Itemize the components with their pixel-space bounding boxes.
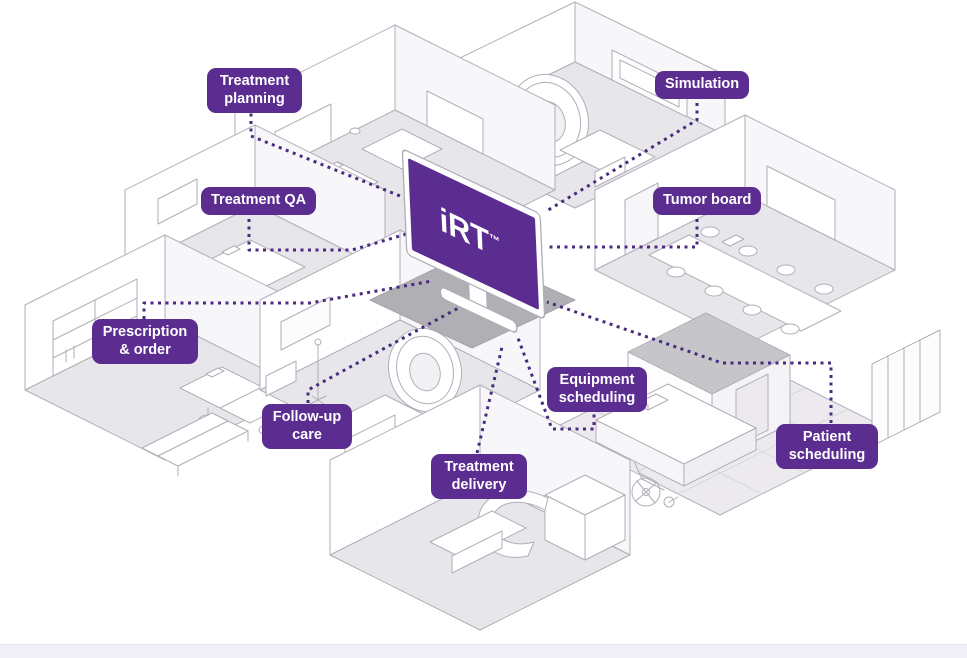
label-follow-up-care: Follow-up care xyxy=(262,404,352,450)
room-treatment-delivery xyxy=(329,384,631,631)
connector-follow-up-care xyxy=(306,304,463,403)
wall-cabinet xyxy=(157,178,198,225)
wall-monitor xyxy=(265,360,297,397)
connector-treatment-delivery xyxy=(475,346,504,454)
label-simulation: Simulation xyxy=(655,71,750,99)
door xyxy=(624,182,659,256)
connector-prescription-order xyxy=(142,279,433,319)
connector-tumor-board xyxy=(547,219,699,249)
sofa xyxy=(141,412,249,477)
connector-simulation xyxy=(544,103,699,214)
wheelchair xyxy=(631,460,679,508)
connector-treatment-qa xyxy=(247,219,411,252)
conference-table xyxy=(648,226,842,335)
monitor-irt: iRT™ xyxy=(401,149,546,333)
connector-equipment-scheduling xyxy=(516,337,596,431)
label-equipment-scheduling: Equipment scheduling xyxy=(547,367,647,413)
iv-stand xyxy=(309,338,327,405)
label-patient-scheduling: Patient scheduling xyxy=(776,424,878,470)
label-prescription-order: Prescription & order xyxy=(92,319,198,365)
label-treatment-qa: Treatment QA xyxy=(201,187,317,215)
wall-screen xyxy=(426,90,484,155)
presentation-screen xyxy=(766,165,836,241)
linac-machine xyxy=(429,474,626,574)
label-treatment-delivery: Treatment delivery xyxy=(431,454,527,500)
curtain xyxy=(871,329,941,447)
window xyxy=(280,296,331,351)
room-tumor-board xyxy=(594,114,896,346)
connector-treatment-planning xyxy=(249,106,416,204)
label-treatment-planning: Treatment planning xyxy=(207,68,302,114)
connector-patient-scheduling xyxy=(546,300,833,423)
mri-scanner xyxy=(324,327,462,456)
monitor-base xyxy=(439,286,518,333)
footer-strip xyxy=(0,644,967,658)
connector-lines xyxy=(142,103,833,454)
label-tumor-board: Tumor board xyxy=(653,187,762,215)
monitor-screen xyxy=(408,158,539,310)
